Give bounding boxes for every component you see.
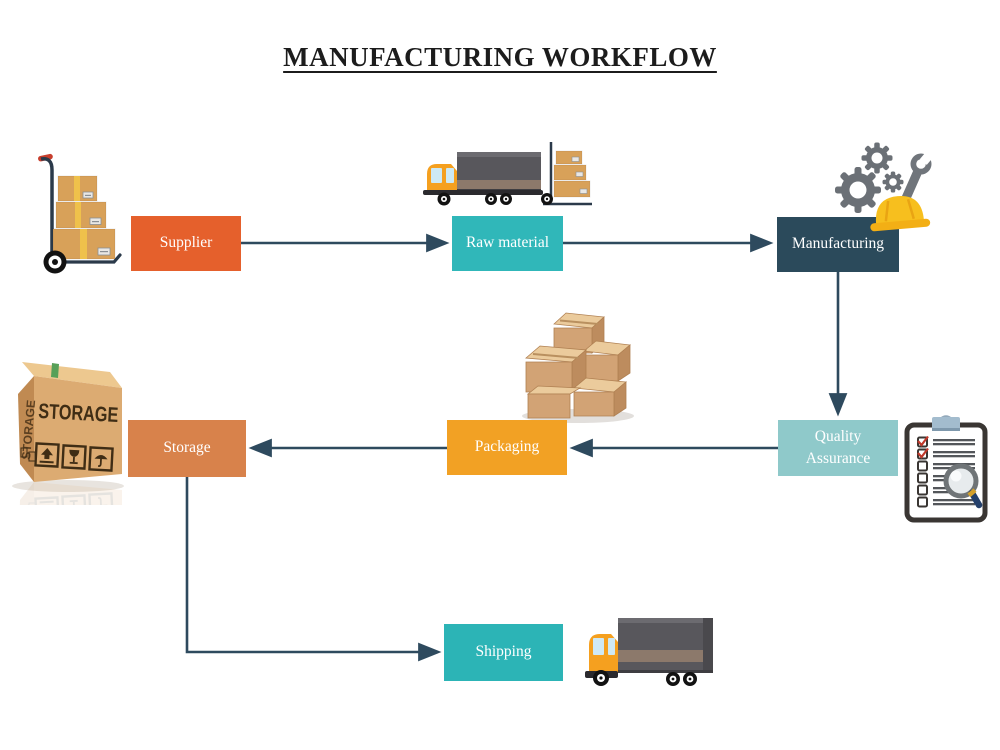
truck-cargo [457, 152, 541, 192]
node-quality-assurance[interactable]: Quality Assurance [778, 420, 898, 476]
node-raw-material[interactable]: Raw material [452, 216, 563, 271]
gears-wrench-hardhat-icon [835, 142, 933, 232]
cab-window [593, 638, 604, 655]
storage-side-text: STORAGE [19, 399, 38, 460]
green-tape [51, 363, 59, 378]
node-supplier-label: Supplier [159, 234, 213, 252]
cab-window [608, 638, 615, 655]
box-bottom-right [573, 377, 627, 417]
truck-cargo [618, 618, 713, 673]
magnifier-icon [943, 463, 983, 509]
storage-box-icon: STORAGE STORAGE [12, 362, 124, 505]
shipping-truck-icon [585, 618, 713, 686]
red-checkmarks [917, 435, 929, 459]
storage-front-text: STORAGE [38, 400, 119, 427]
dolly-pole [40, 156, 54, 258]
node-qa-label-line1: Quality [814, 427, 862, 445]
delivery-truck-with-boxes-icon [423, 142, 592, 206]
arrow-storage-to-shipping [185, 477, 442, 662]
node-packaging-label: Packaging [474, 438, 540, 456]
box-bottom [52, 228, 116, 260]
node-qa-label-line2: Assurance [805, 450, 871, 467]
truck-chassis [423, 190, 543, 195]
cab-window [431, 168, 442, 183]
box-top-face [22, 362, 122, 388]
box-middle [55, 201, 107, 229]
hard-hat-icon [870, 196, 931, 232]
box-top [57, 175, 98, 202]
box-bottom-left [526, 385, 582, 419]
gear-icon [835, 142, 904, 213]
clipboard-clip [932, 417, 960, 430]
fragile-glass-symbol [61, 444, 87, 470]
cab-window [446, 168, 454, 183]
handling-symbols [20, 442, 114, 472]
clipboard-checklist-magnifier-icon [904, 415, 988, 523]
node-storage[interactable]: Storage [128, 420, 246, 477]
this-side-up-symbol [34, 442, 60, 468]
cardboard-box-pile-icon [522, 312, 634, 423]
loading-hand-truck [541, 142, 592, 206]
node-supplier[interactable]: Supplier [131, 216, 241, 271]
page-title: MANUFACTURING WORKFLOW [283, 42, 717, 72]
dolly-wheel [43, 250, 67, 274]
box-mid-right [583, 340, 631, 382]
truck-wheels [437, 192, 512, 206]
hand-truck-with-boxes-icon [38, 153, 122, 274]
node-shipping[interactable]: Shipping [444, 624, 563, 681]
node-packaging[interactable]: Packaging [447, 420, 567, 475]
node-storage-label: Storage [163, 439, 211, 457]
umbrella-symbol [88, 446, 114, 472]
node-shipping-label: Shipping [475, 643, 532, 661]
node-manufacturing-label: Manufacturing [791, 235, 885, 253]
truck-wheels [593, 670, 697, 686]
box-side-face [18, 376, 34, 482]
node-raw-material-label: Raw material [465, 234, 550, 252]
